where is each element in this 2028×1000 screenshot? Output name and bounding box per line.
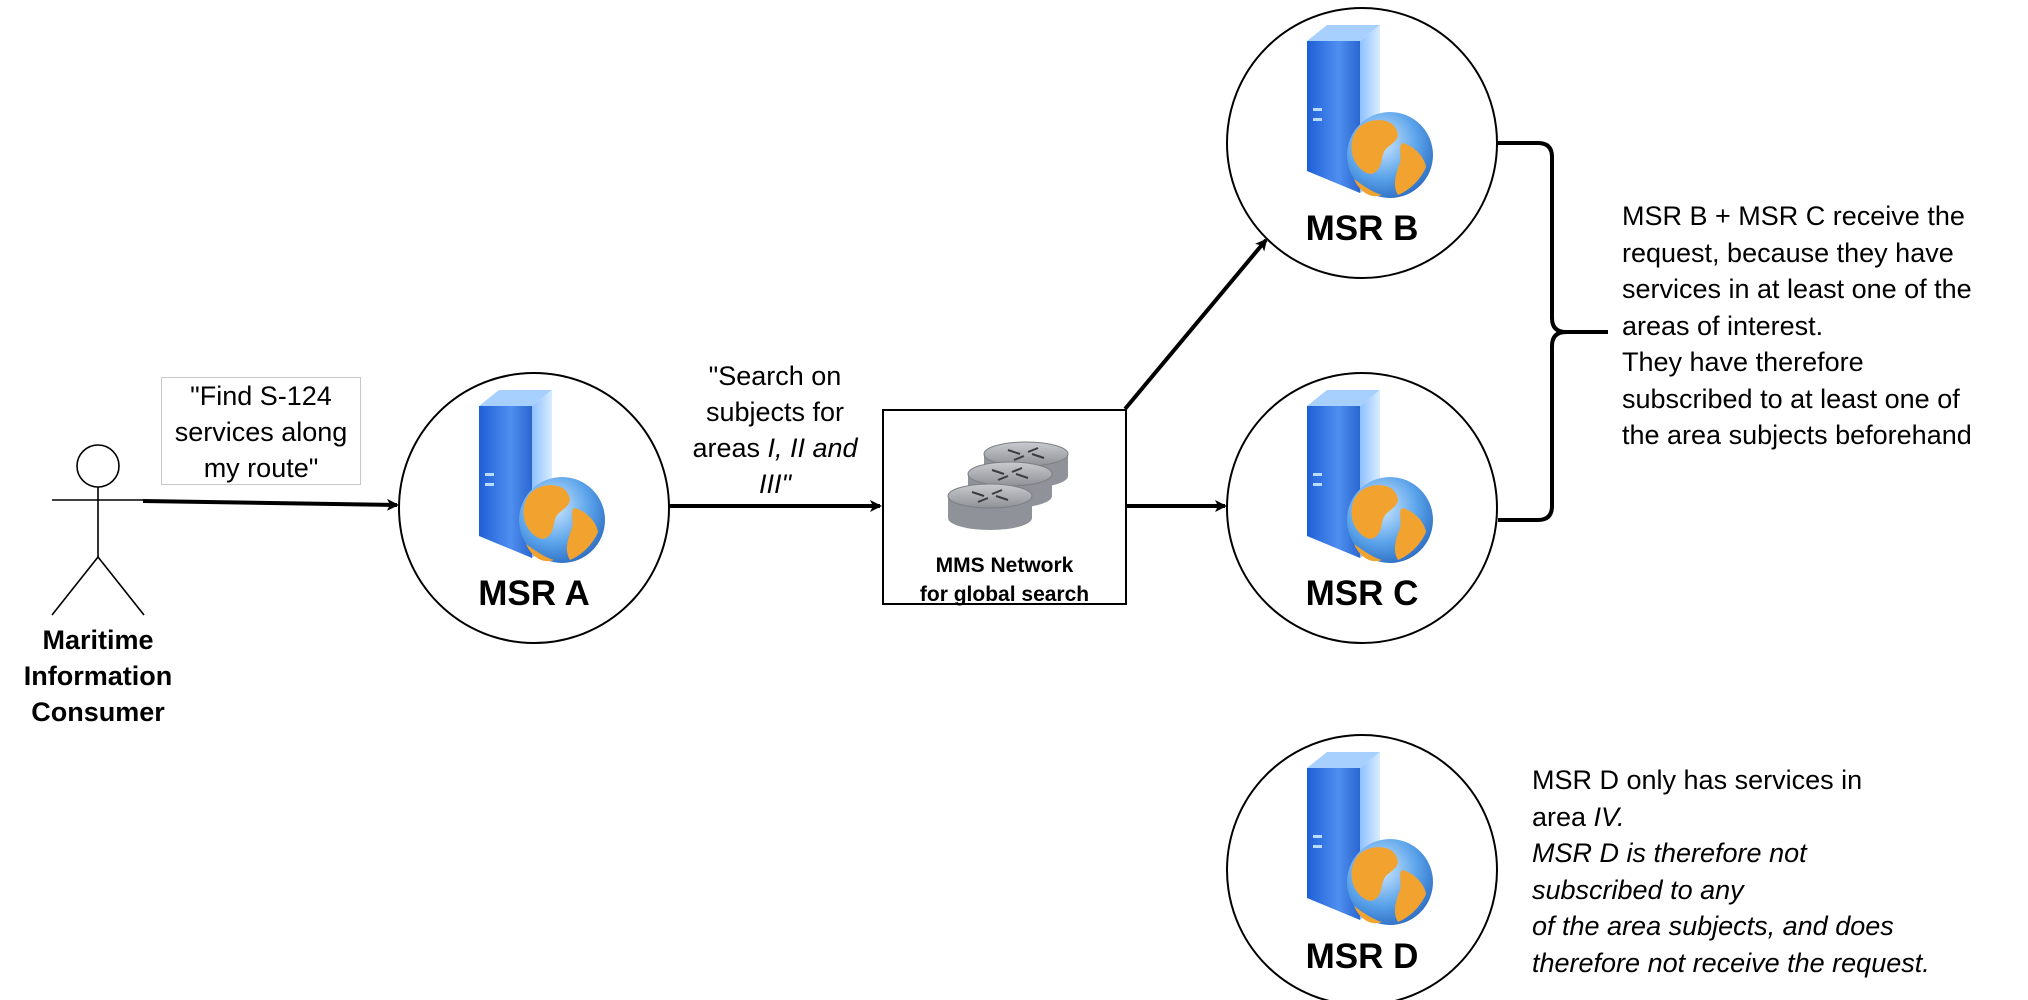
note-line: MSR D is therefore not: [1532, 838, 1807, 868]
request-quote-line: services along: [174, 417, 348, 447]
note-line: services in at least one of the: [1622, 274, 1972, 304]
search-label-italic: I, II and: [767, 433, 858, 463]
search-label-line: "Search on: [708, 361, 842, 391]
request-quote-text: "Find S-124 services along my route": [161, 378, 361, 486]
note-msr-d: MSR D only has services in area IV. MSR …: [1532, 762, 2012, 981]
search-label-plain: areas: [692, 433, 768, 463]
search-label-line: subjects for: [705, 397, 845, 427]
note-line: subscribed to any: [1532, 874, 1744, 905]
note-line: areas of interest.: [1622, 310, 1824, 341]
request-quote-box: [161, 377, 361, 485]
arrow-mms-to-msr-b: [1123, 238, 1268, 411]
msr-b-label: MSR B: [1305, 209, 1419, 248]
request-quote-line: my route": [203, 453, 319, 483]
note-line: area IV.: [1532, 799, 2012, 836]
mms-network-label: MMS Network for global search: [884, 551, 1125, 609]
request-quote-line: "Find S-124: [190, 381, 332, 411]
search-label-line: III": [758, 469, 792, 499]
curly-brace: [1498, 141, 1608, 522]
arrow-consumer-to-msr-a: [142, 498, 399, 511]
mms-label-line: for global search: [919, 583, 1090, 606]
note-line: subscribed to at least one of: [1622, 383, 1960, 414]
actor-label-line: Maritime: [42, 625, 154, 655]
note-line: MSR D only has services in: [1532, 765, 1863, 795]
note-line: They have therefore: [1622, 347, 1864, 377]
router-stack-icon: [947, 441, 1069, 531]
note-line: request, because they have: [1622, 237, 1954, 268]
search-label-line: areas I, II and: [650, 430, 900, 466]
note-line: the area subjects beforehand: [1622, 420, 1972, 450]
mms-label-line: MMS Network: [935, 554, 1074, 577]
actor-label: Maritime Information Consumer: [0, 622, 196, 730]
actor-label-line: Consumer: [31, 697, 165, 727]
stick-figure-icon: [51, 444, 145, 616]
msr-c-label: MSR C: [1305, 574, 1419, 613]
note-line: of the area subjects, and does: [1532, 911, 1894, 941]
note-msr-b-c: MSR B + MSR C receive the request, becau…: [1622, 198, 2022, 454]
note-line: therefore not receive the request.: [1532, 947, 1930, 978]
msr-a-label: MSR A: [478, 574, 590, 613]
msr-d-label: MSR D: [1305, 937, 1419, 976]
actor-label-line: Information: [23, 661, 173, 691]
note-line: MSR B + MSR C receive the: [1622, 201, 1965, 231]
note-italic: IV.: [1593, 801, 1625, 832]
search-request-label: "Search on subjects for areas I, II and …: [650, 358, 900, 502]
note-plain: area: [1532, 801, 1594, 832]
